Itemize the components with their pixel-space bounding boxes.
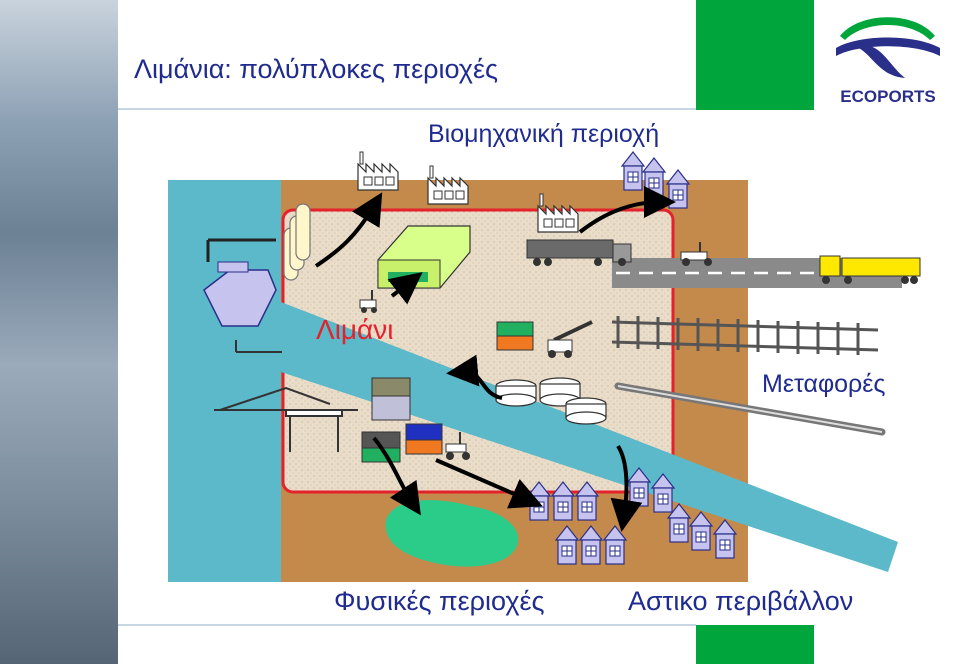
label-port: Λιμάνι bbox=[316, 316, 393, 344]
house-icon bbox=[643, 158, 665, 196]
container-icon bbox=[372, 378, 410, 420]
label-transport: Μεταφορές bbox=[762, 372, 885, 397]
house-icon bbox=[622, 152, 644, 190]
label-urban-environment: Αστικο περιβάλλον bbox=[628, 588, 853, 615]
factory-icon bbox=[428, 166, 468, 204]
factory-icon bbox=[358, 152, 398, 190]
label-industrial-area: Βιομηχανική περιοχή bbox=[428, 122, 659, 147]
house-icon bbox=[667, 170, 689, 208]
label-natural-areas: Φυσικές περιοχές bbox=[334, 588, 545, 615]
container-icon bbox=[497, 322, 533, 350]
container-icon bbox=[406, 424, 442, 454]
